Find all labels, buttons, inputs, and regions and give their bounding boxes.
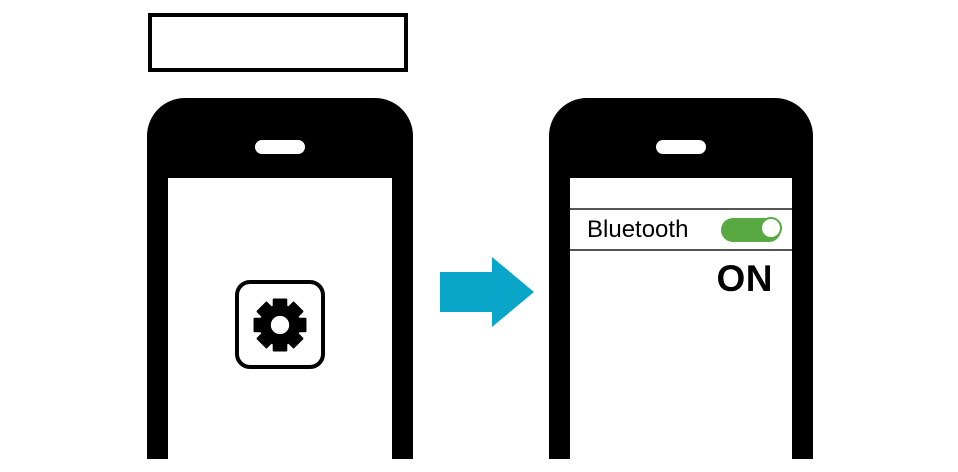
toggle-state-text: ON <box>716 258 773 299</box>
phone-left <box>147 98 413 459</box>
caption-box <box>148 13 408 72</box>
toggle-knob-icon <box>760 216 782 239</box>
phone-right: Bluetooth ON <box>549 98 813 459</box>
bluetooth-label: Bluetooth <box>587 215 689 243</box>
divider-bottom <box>570 249 792 251</box>
divider-top <box>570 208 792 210</box>
speaker-slot <box>656 140 706 154</box>
arrow-right-icon <box>440 257 534 327</box>
bluetooth-row: Bluetooth <box>570 210 792 249</box>
speaker-slot <box>255 140 305 154</box>
phone-left-screen <box>168 178 392 459</box>
status-bar <box>570 178 792 208</box>
gear-icon <box>253 298 307 351</box>
bluetooth-toggle[interactable] <box>721 216 782 242</box>
settings-app-button[interactable] <box>235 280 325 369</box>
phone-right-screen: Bluetooth ON <box>570 178 792 459</box>
